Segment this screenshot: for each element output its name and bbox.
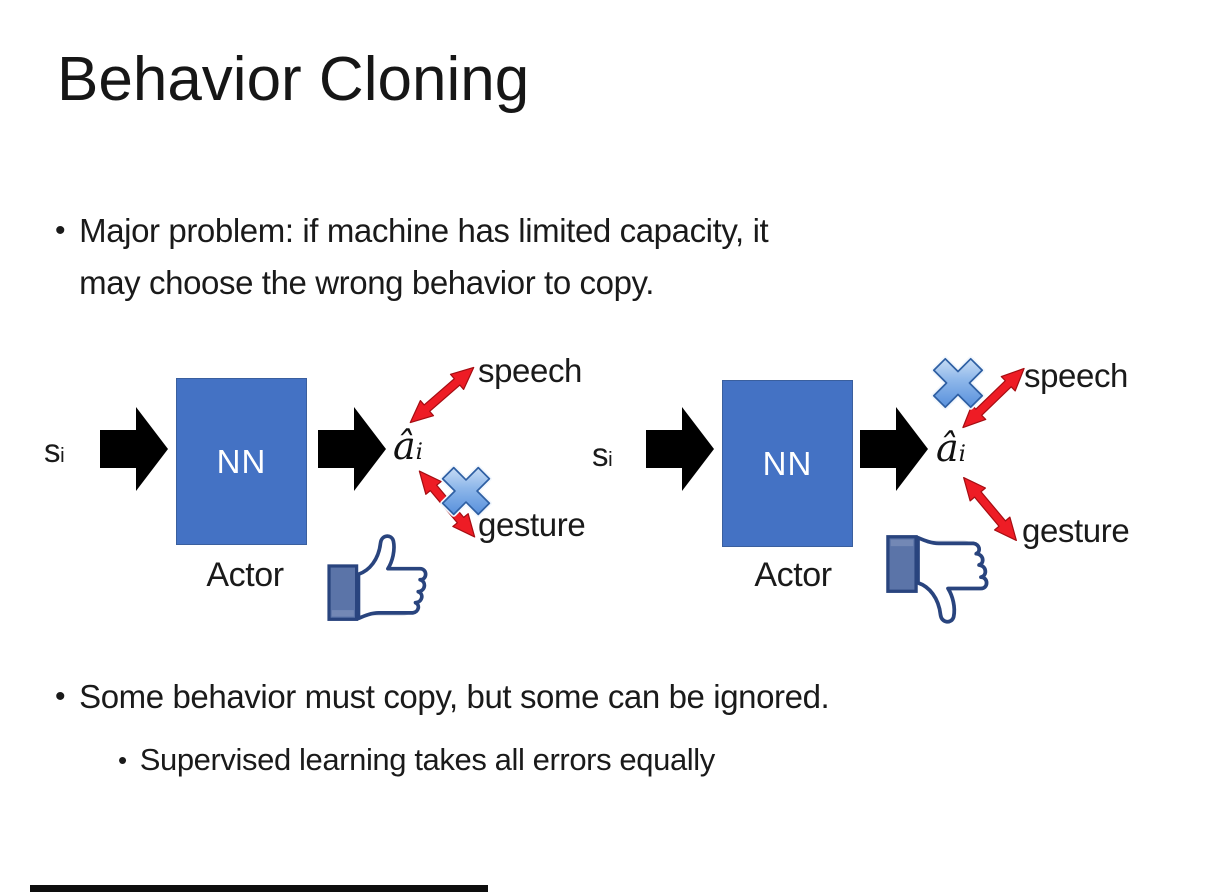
right-output-sub: i [958,441,966,467]
left-nn-label: NN [216,442,267,480]
bullet-supervised-learning: • Supervised learning takes all errors e… [118,738,715,782]
thumbs-up-icon [327,534,428,621]
right-nn-box: NN [722,380,853,547]
slide-title: Behavior Cloning [57,45,530,114]
right-input-base: s [592,436,609,473]
left-speech-label: speech [478,352,583,389]
bullet-line-2: may choose the wrong behavior to copy. [79,264,654,301]
right-input-sub: i [608,448,613,471]
left-input-sub: i [60,444,65,467]
left-nn-box: NN [176,378,307,545]
bullet-line-1: Major problem: if machine has limited ca… [79,212,769,249]
right-output-base: â [936,426,959,470]
right-output-action: âi [936,426,966,470]
bullet-dot: • [118,745,127,775]
thumbs-down-icon [886,535,989,624]
bullet-supervised-learning-text: Supervised learning takes all errors equ… [139,742,716,777]
bullet-some-behavior: • Some behavior must copy, but some can … [55,674,830,720]
left-gesture-label: gesture [478,506,586,543]
left-arrow-in-icon [100,407,168,491]
right-arrow-in-icon [646,407,714,491]
cropped-bottom-text-bar [30,885,488,892]
right-arrow-out-icon [860,407,928,491]
right-gesture-label: gesture [1022,512,1130,549]
right-nn-label: NN [762,444,813,482]
right-speech-label: speech [1024,357,1129,394]
left-output-sub: i [415,439,423,465]
left-output-base: â [393,424,416,468]
left-output-action: âi [393,424,423,468]
bullet-some-behavior-text: Some behavior must copy, but some can be… [79,678,830,715]
right-input-state: si [592,436,613,474]
left-arrow-out-icon [318,407,386,491]
right-gesture-doublearrow-icon [963,476,1017,542]
right-actor-label: Actor [754,556,832,594]
left-input-base: s [44,432,61,469]
left-input-state: si [44,432,65,470]
bullet-major-problem: • Major problem: if machine has limited … [55,205,769,309]
left-actor-label: Actor [206,556,284,594]
bullet-major-problem-text: Major problem: if machine has limited ca… [79,205,769,309]
bullet-dot: • [55,680,66,713]
blue-x-icon [440,465,492,517]
blue-x-icon [931,356,985,410]
right-speech-doublearrow-icon [962,367,1025,429]
bullet-dot: • [55,214,66,247]
left-speech-doublearrow-icon [409,366,475,424]
